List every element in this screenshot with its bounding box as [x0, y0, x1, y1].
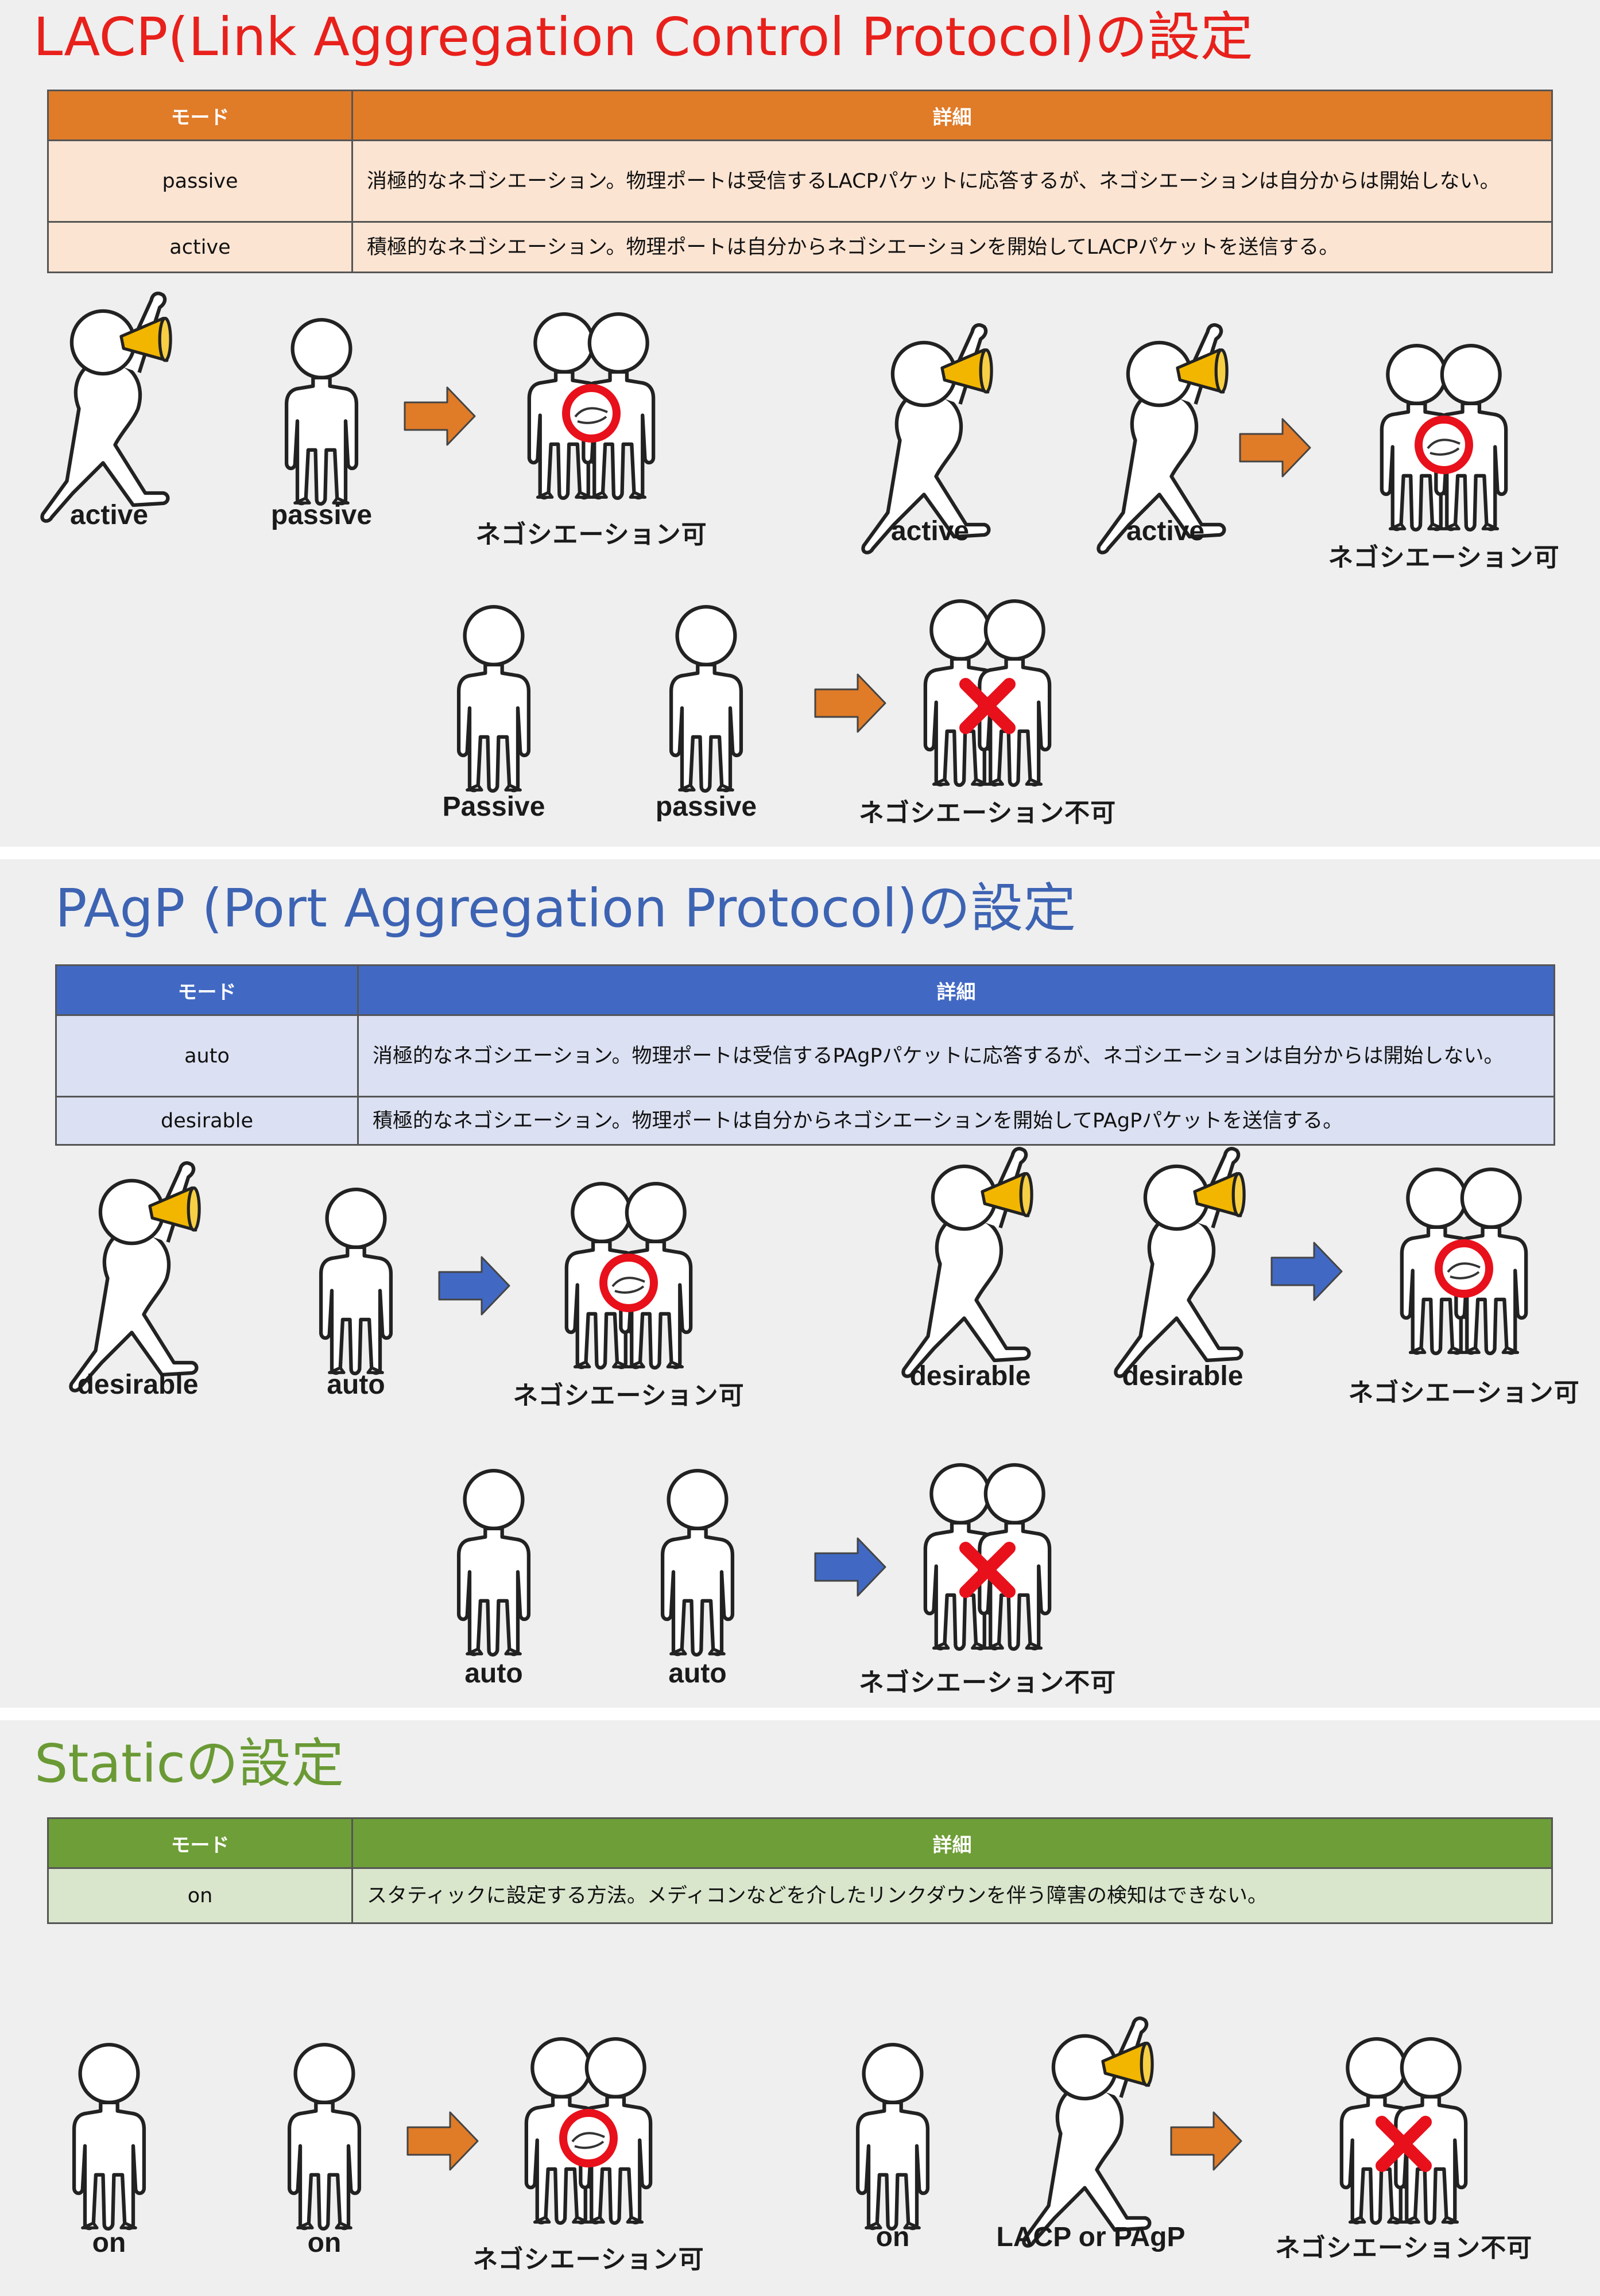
lacp-section-title: LACP(Link Aggregation Control Protocol)の…: [33, 6, 1253, 68]
column-header-mode: モード: [55, 964, 359, 1016]
handshake-icon: [562, 384, 621, 443]
right-mode-label: passive: [270, 500, 373, 530]
handshake-icon: [599, 1254, 658, 1312]
left-mode-label: auto: [464, 1658, 523, 1689]
right-mode-label: passive: [655, 792, 757, 822]
left-mode-label: active: [69, 500, 149, 530]
table-row: passive 消極的なネゴシエーション。物理ポートは受信するLACPパケットに…: [47, 139, 1553, 223]
pagp-section-title: PAgP (Port Aggregation Protocol)の設定: [55, 878, 1076, 939]
table-row: on スタティックに設定する方法。メディコンなどを介したリンクダウンを伴う障害の…: [47, 1867, 1553, 1924]
static-section-title: Staticの設定: [34, 1733, 344, 1794]
negotiation-ok-label: ネゴシエーション可: [475, 520, 707, 549]
table-header-row: モード 詳細: [55, 964, 1555, 1016]
standing-person-icon: [459, 607, 529, 791]
mode-cell: active: [47, 221, 353, 273]
cross-icon: [959, 678, 1016, 734]
table-row: active 積極的なネゴシエーション。物理ポートは自分からネゴシエーションを開…: [47, 221, 1553, 273]
negotiation-ok-label: ネゴシエーション可: [1328, 543, 1560, 572]
table-header-row: モード 詳細: [47, 90, 1553, 141]
static-panel: [0, 1720, 1600, 2296]
detail-cell: 積極的なネゴシエーション。物理ポートは自分からネゴシエーションを開始してLACP…: [351, 221, 1553, 273]
standing-person-icon: [74, 2045, 144, 2229]
column-header-detail: 詳細: [357, 964, 1555, 1016]
negotiation-ok-label: ネゴシエーション可: [1348, 1378, 1580, 1407]
negotiation-ng-label: ネゴシエーション不可: [858, 1668, 1117, 1697]
negotiation-ok-label: ネゴシエーション可: [513, 1381, 745, 1410]
handshake-icon: [559, 2109, 618, 2167]
cross-icon: [959, 1542, 1016, 1598]
standing-person-icon: [671, 607, 741, 791]
right-mode-label: active: [1126, 516, 1205, 546]
table-row: auto 消極的なネゴシエーション。物理ポートは受信するPAgPパケットに応答す…: [55, 1014, 1555, 1097]
left-mode-label: on: [92, 2228, 126, 2258]
standing-person-icon: [663, 1471, 733, 1655]
right-mode-label: auto: [668, 1658, 727, 1689]
left-mode-label: active: [890, 516, 970, 546]
mode-cell: auto: [55, 1014, 359, 1097]
mode-cell: passive: [47, 139, 353, 223]
mode-cell: desirable: [55, 1096, 359, 1146]
detail-cell: スタティックに設定する方法。メディコンなどを介したリンクダウンを伴う障害の検知は…: [351, 1867, 1553, 1924]
column-header-mode: モード: [47, 1817, 353, 1869]
left-mode-label: desirable: [909, 1361, 1031, 1391]
handshake-icon: [1415, 416, 1473, 474]
table-row: desirable 積極的なネゴシエーション。物理ポートは自分からネゴシエーショ…: [55, 1096, 1555, 1146]
standing-person-icon: [459, 1471, 529, 1655]
standing-person-icon: [321, 1189, 391, 1374]
left-mode-label: on: [875, 2222, 910, 2252]
left-mode-label: Passive: [442, 792, 545, 822]
right-mode-label: on: [307, 2228, 342, 2258]
right-mode-label: desirable: [1122, 1361, 1243, 1391]
right-mode-label: auto: [327, 1370, 385, 1400]
lacp-mode-table: モード 詳細 passive 消極的なネゴシエーション。物理ポートは受信するLA…: [47, 90, 1553, 273]
pagp-mode-table: モード 詳細 auto 消極的なネゴシエーション。物理ポートは受信するPAgPパ…: [55, 964, 1555, 1146]
left-mode-label: desirable: [77, 1370, 199, 1400]
negotiation-ok-label: ネゴシエーション可: [472, 2245, 704, 2274]
column-header-detail: 詳細: [351, 1817, 1553, 1869]
table-header-row: モード 詳細: [47, 1817, 1553, 1869]
mode-cell: on: [47, 1867, 353, 1924]
cross-icon: [1376, 2116, 1432, 2172]
handshake-icon: [1435, 1239, 1493, 1298]
column-header-mode: モード: [47, 90, 353, 141]
detail-cell: 積極的なネゴシエーション。物理ポートは自分からネゴシエーションを開始してPAgP…: [357, 1096, 1555, 1146]
static-mode-table: モード 詳細 on スタティックに設定する方法。メディコンなどを介したリンクダウ…: [47, 1817, 1553, 1924]
detail-cell: 消極的なネゴシエーション。物理ポートは受信するLACPパケットに応答するが、ネゴ…: [351, 139, 1553, 223]
standing-person-icon: [286, 320, 357, 504]
right-mode-label: LACP or PAgP: [996, 2222, 1186, 2252]
standing-person-icon: [858, 2045, 928, 2229]
detail-cell: 消極的なネゴシエーション。物理ポートは受信するPAgPパケットに応答するが、ネゴ…: [357, 1014, 1555, 1097]
column-header-detail: 詳細: [351, 90, 1553, 141]
negotiation-ng-label: ネゴシエーション不可: [858, 798, 1117, 828]
standing-person-icon: [289, 2045, 359, 2229]
negotiation-ng-label: ネゴシエーション不可: [1274, 2233, 1533, 2263]
